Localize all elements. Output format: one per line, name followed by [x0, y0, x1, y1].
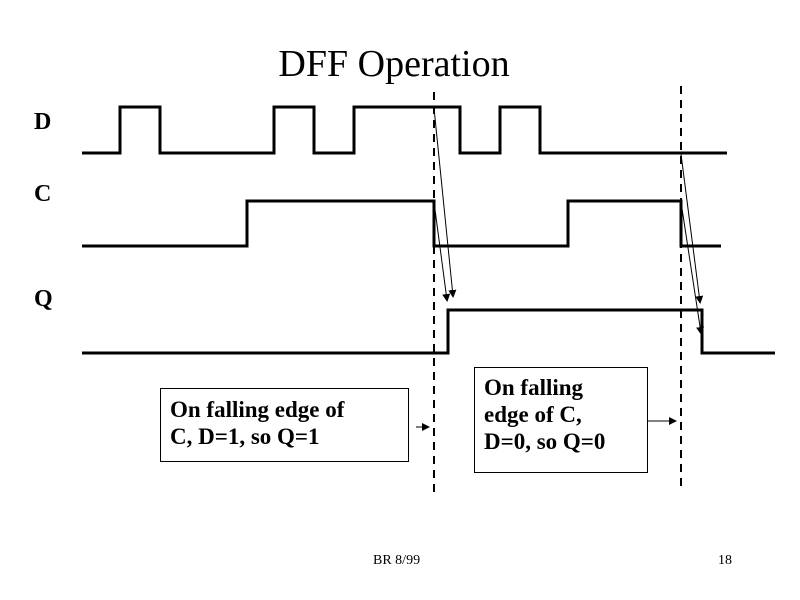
annotation-box-q-reset: On falling edge of C, D=0, so Q=0 [474, 367, 648, 473]
waveform-q [82, 308, 775, 355]
annotation-line: C, D=1, so Q=1 [170, 424, 320, 449]
waveform-c [82, 199, 721, 248]
signal-label-q: Q [34, 286, 53, 312]
annotation-line: edge of C, [484, 402, 582, 427]
arrow-d-to-q-2 [680, 153, 704, 304]
arrow-c-to-q-2 [680, 201, 705, 335]
annotation-line: On falling edge of [170, 397, 345, 422]
annotation-box-q-set: On falling edge of C, D=1, so Q=1 [160, 388, 409, 462]
footer-author-date: BR 8/99 [373, 553, 421, 568]
page-number: 18 [718, 553, 732, 568]
waveform-d [82, 105, 727, 155]
arrow-c-to-q-1 [433, 201, 451, 302]
annotation-line: D=0, so Q=0 [484, 429, 606, 454]
slide-title: DFF Operation [278, 43, 510, 85]
annotation-line: On falling [484, 375, 584, 400]
signal-label-c: C [34, 181, 52, 207]
signal-label-d: D [34, 109, 52, 135]
arrow-d-to-q-1 [433, 107, 457, 298]
